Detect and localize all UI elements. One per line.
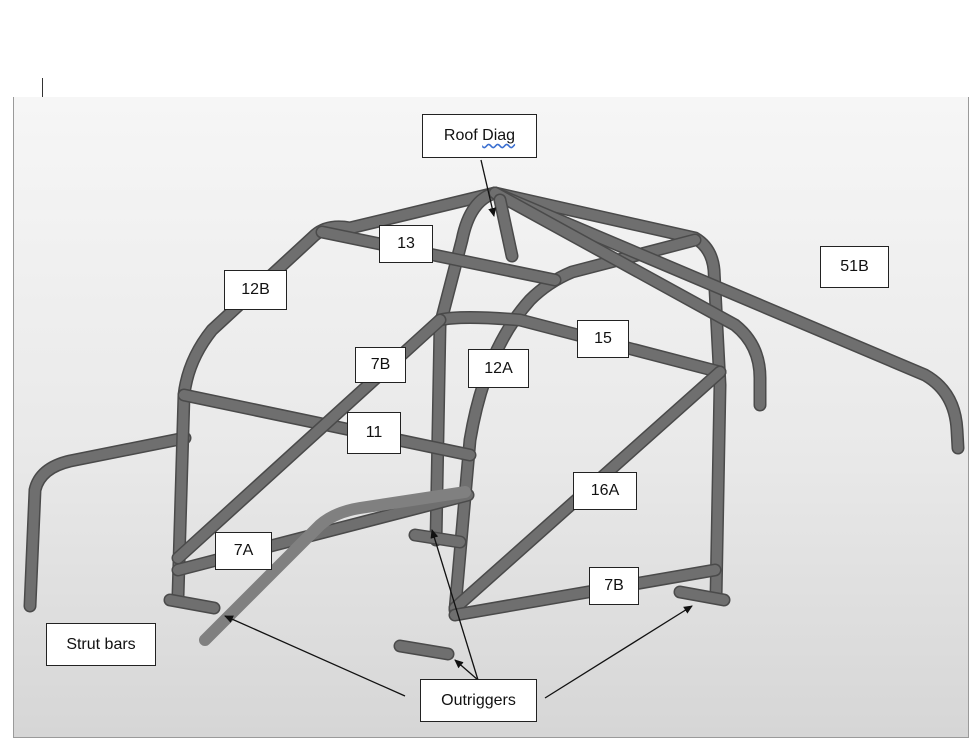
tube-main-hoop-left	[173, 188, 500, 601]
label-roof-diag: Roof Diag	[422, 114, 537, 158]
tube-front-left-hoop	[25, 433, 190, 611]
tube-outrigger-right	[675, 587, 729, 605]
outrigger-arrow-center-upper	[430, 529, 479, 681]
roof-diag-arrow	[480, 159, 497, 217]
text-cursor	[42, 78, 43, 104]
tube-outrigger-center-upper	[410, 530, 465, 547]
outrigger-arrow-center-lower	[454, 659, 479, 681]
label-13: 13	[379, 225, 433, 263]
tube-7b-lower	[450, 565, 720, 620]
tube-51b	[490, 188, 963, 453]
label-7a: 7A	[215, 532, 272, 570]
label-strut-bars: Strut bars	[46, 623, 156, 666]
tube-roof-diag	[495, 195, 517, 261]
label-12a: 12A	[468, 349, 529, 388]
label-51b: 51B	[820, 246, 889, 288]
tube-outrigger-center-lower	[395, 641, 453, 659]
outrigger-arrow-strut	[224, 615, 406, 697]
label-roof-diag-word2: Diag	[482, 127, 516, 144]
label-7b-lower: 7B	[589, 567, 639, 605]
label-11: 11	[347, 412, 401, 454]
outrigger-arrow-right	[544, 605, 693, 699]
label-12b: 12B	[224, 270, 287, 310]
label-roof-diag-word1: Roof	[443, 127, 478, 144]
cage-tubes	[23, 186, 965, 661]
tube-13	[317, 227, 560, 285]
label-16a: 16A	[573, 472, 637, 510]
label-15: 15	[577, 320, 629, 358]
tube-roof-rear-right	[490, 188, 765, 410]
tube-outrigger-left	[165, 595, 219, 613]
tube-strut-bar	[199, 486, 471, 646]
label-7b-upper: 7B	[355, 347, 406, 383]
callout-arrows	[224, 159, 693, 699]
label-outriggers: Outriggers	[420, 679, 537, 722]
